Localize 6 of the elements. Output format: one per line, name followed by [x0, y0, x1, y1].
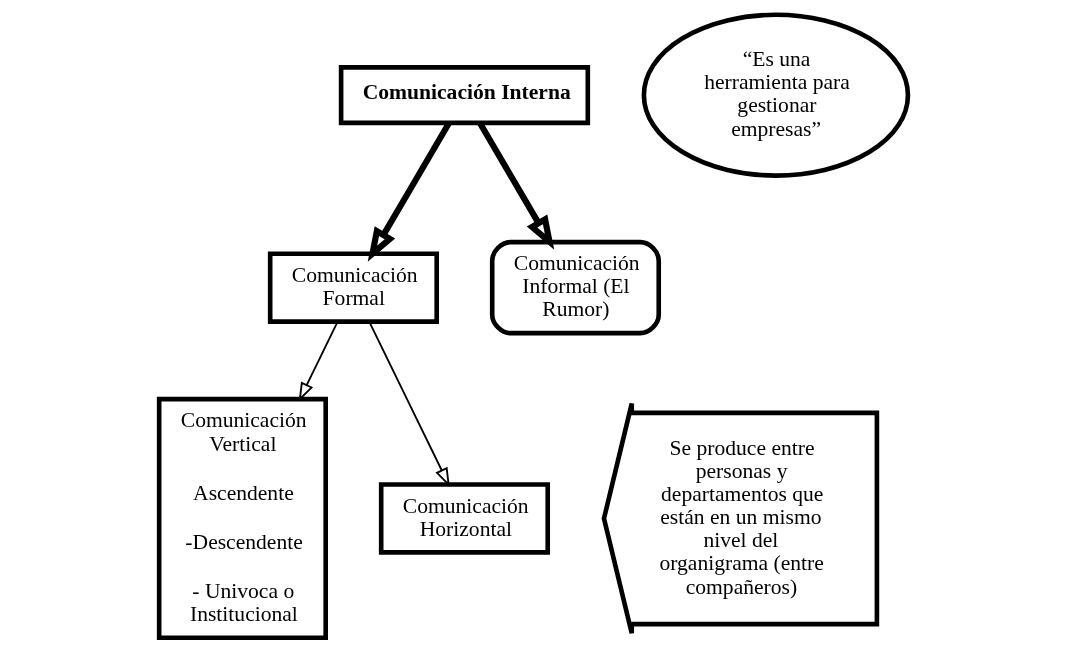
node-box: Comunicación Interna	[338, 65, 590, 126]
node-box: Comunicación Vertical Ascendente -Descendente - Univoca o Institucional	[156, 396, 328, 641]
node-ellipse: “Es una herramienta para gestionar empresas”	[641, 12, 910, 178]
node-box: Comunicación Formal	[267, 251, 439, 324]
node-box: Comunicación Horizontal	[378, 482, 550, 555]
node-box: Comunicación Informal (El Rumor)	[489, 239, 661, 336]
